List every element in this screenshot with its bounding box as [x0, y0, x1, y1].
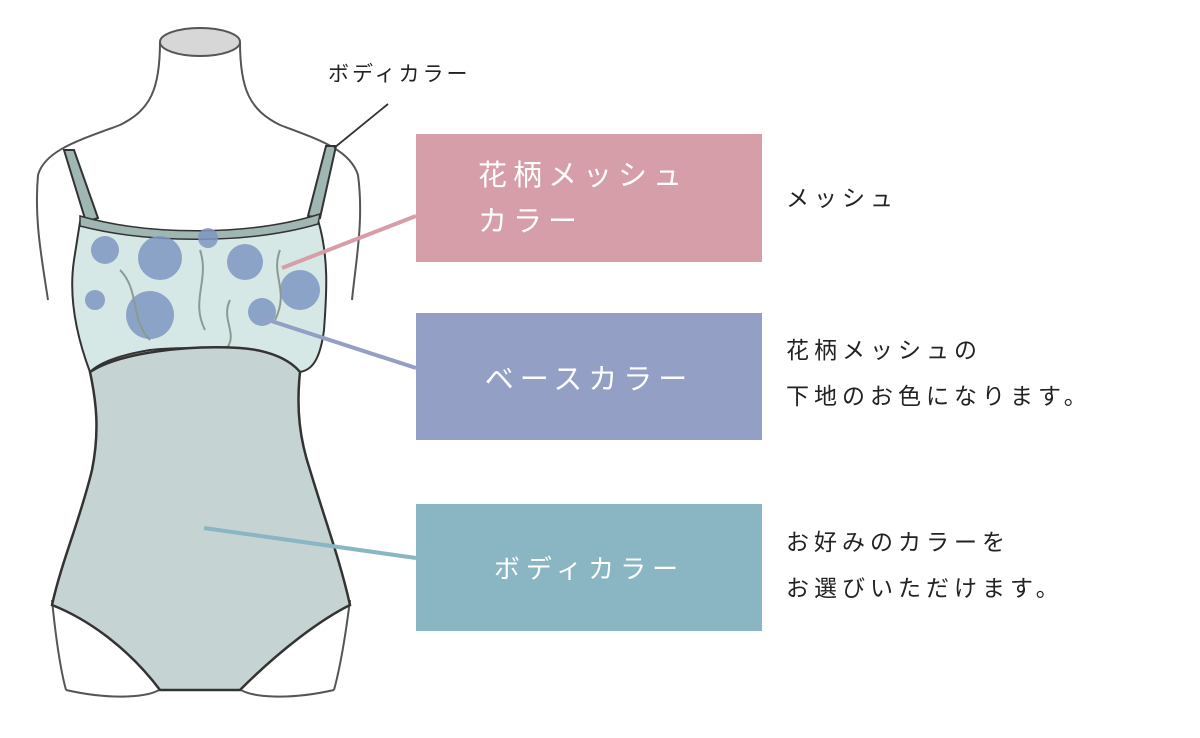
mannequin-legs — [51, 599, 351, 698]
base-color-title: ベースカラー — [484, 361, 694, 396]
neckline-band — [79, 212, 321, 240]
body-panel — [50, 346, 352, 692]
leader-line-floral — [281, 214, 417, 270]
body-color-description: お好みのカラーを お選びいただけます。 — [786, 520, 1064, 612]
body-color-callout: ボディカラー — [328, 62, 471, 86]
right-strap — [306, 145, 338, 220]
leader-line-base — [261, 316, 417, 370]
body-color-box: ボディカラー — [416, 504, 762, 631]
body-color-title: ボディカラー — [493, 555, 685, 585]
leader-line-body — [203, 526, 417, 560]
body-color-description-line-2: お選びいただけます。 — [786, 576, 1064, 602]
base-color-description: 花柄メッシュの 下地のお色になります。 — [786, 328, 1092, 420]
mannequin-neck-top — [159, 27, 241, 57]
floral-mesh-description-line-1: メッシュ — [786, 186, 898, 212]
floral-mesh-description: メッシュ — [786, 176, 898, 222]
body-color-description-line-1: お好みのカラーを — [786, 530, 1010, 556]
base-color-box: ベースカラー — [416, 313, 762, 440]
base-color-description-line-1: 花柄メッシュの — [786, 338, 982, 364]
floral-mesh-title-line-1: 花柄メッシュ — [478, 158, 689, 192]
leader-line-top — [333, 103, 389, 149]
left-strap — [62, 149, 100, 224]
floral-mesh-color-box: 花柄メッシュ カラー — [416, 134, 762, 262]
floral-mesh-title-line-2: カラー — [478, 204, 584, 238]
leaf-pattern — [119, 249, 282, 351]
base-color-description-line-2: 下地のお色になります。 — [786, 384, 1092, 410]
